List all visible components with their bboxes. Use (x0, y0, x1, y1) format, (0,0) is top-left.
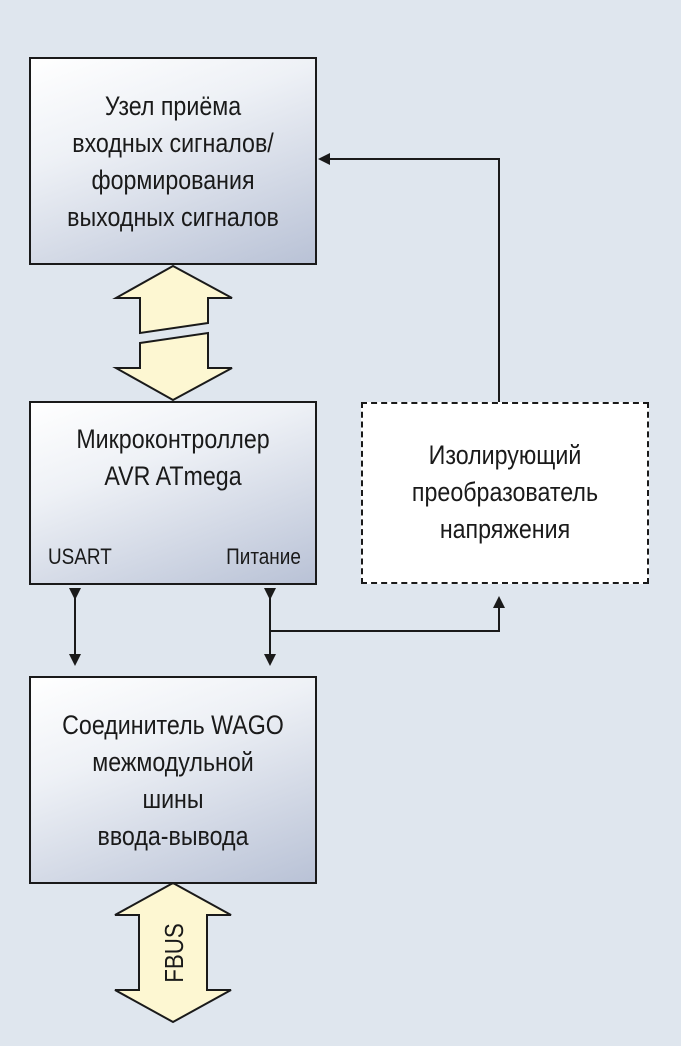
mcu-port-power: Питание (226, 544, 301, 569)
fbus-arrow (114, 881, 232, 1024)
isolator-to-io-line (318, 153, 500, 403)
mcu-label: Микроконтроллер AVR ATmega (51, 421, 295, 495)
isolator-line-2: преобразователь (411, 477, 599, 507)
io-node-line-3: формирования (91, 165, 255, 195)
power-to-isolator-line (270, 596, 505, 632)
isolator-line-1: Изолирующий (428, 440, 582, 470)
fbus-label: FBUS (160, 923, 189, 983)
mcu-block: Микроконтроллер AVR ATmega USART Питание (29, 401, 317, 585)
mcu-line-2: AVR ATmega (104, 461, 242, 491)
wago-block: Соединитель WAGO межмодульной шины ввода… (29, 676, 317, 884)
io-node-line-4: выходных сигналов (67, 202, 279, 232)
io-mcu-bus-arrow (112, 264, 233, 402)
wago-line-2: межмодульной (92, 747, 254, 777)
isolator-block: Изолирующий преобразователь напряжения (361, 402, 649, 584)
isolator-line-3: напряжения (439, 514, 571, 544)
isolator-label: Изолирующий преобразователь напряжения (383, 437, 627, 548)
io-node-line-1: Узел приёма (104, 91, 242, 121)
mcu-line-1: Микроконтроллер (76, 424, 270, 454)
wago-line-4: ввода-вывода (97, 821, 249, 851)
io-node-line-2: входных сигналов/ (72, 128, 274, 158)
bus-arrow-upper-half (112, 264, 233, 335)
bus-arrow-lower-half (112, 331, 233, 402)
io-node-label: Узел приёма входных сигналов/ формирован… (51, 88, 295, 236)
mcu-port-usart: USART (48, 544, 112, 569)
wago-line-1: Соединитель WAGO (62, 710, 284, 740)
wago-line-3: шины (142, 784, 204, 814)
io-node-block: Узел приёма входных сигналов/ формирован… (29, 57, 317, 265)
wago-label: Соединитель WAGO межмодульной шины ввода… (51, 707, 295, 855)
